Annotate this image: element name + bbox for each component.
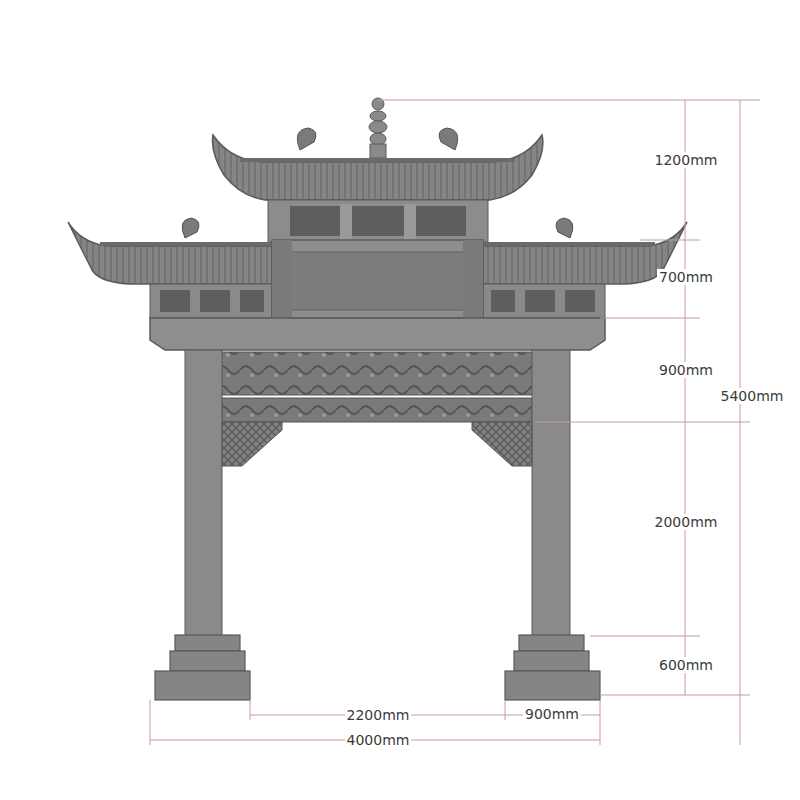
dimension-label: 600mm bbox=[657, 657, 715, 673]
dimension-label: 1200mm bbox=[653, 152, 720, 168]
dimension-label: 2200mm bbox=[345, 707, 412, 723]
dimension-label: 5400mm bbox=[719, 388, 786, 404]
dimension-label: 700mm bbox=[657, 269, 715, 285]
dimension-label: 900mm bbox=[523, 706, 581, 722]
dimension-label: 4000mm bbox=[345, 732, 412, 748]
dimension-lines bbox=[150, 100, 760, 745]
stone-archway bbox=[68, 98, 687, 700]
dimension-label: 2000mm bbox=[653, 514, 720, 530]
dimension-label: 900mm bbox=[657, 362, 715, 378]
